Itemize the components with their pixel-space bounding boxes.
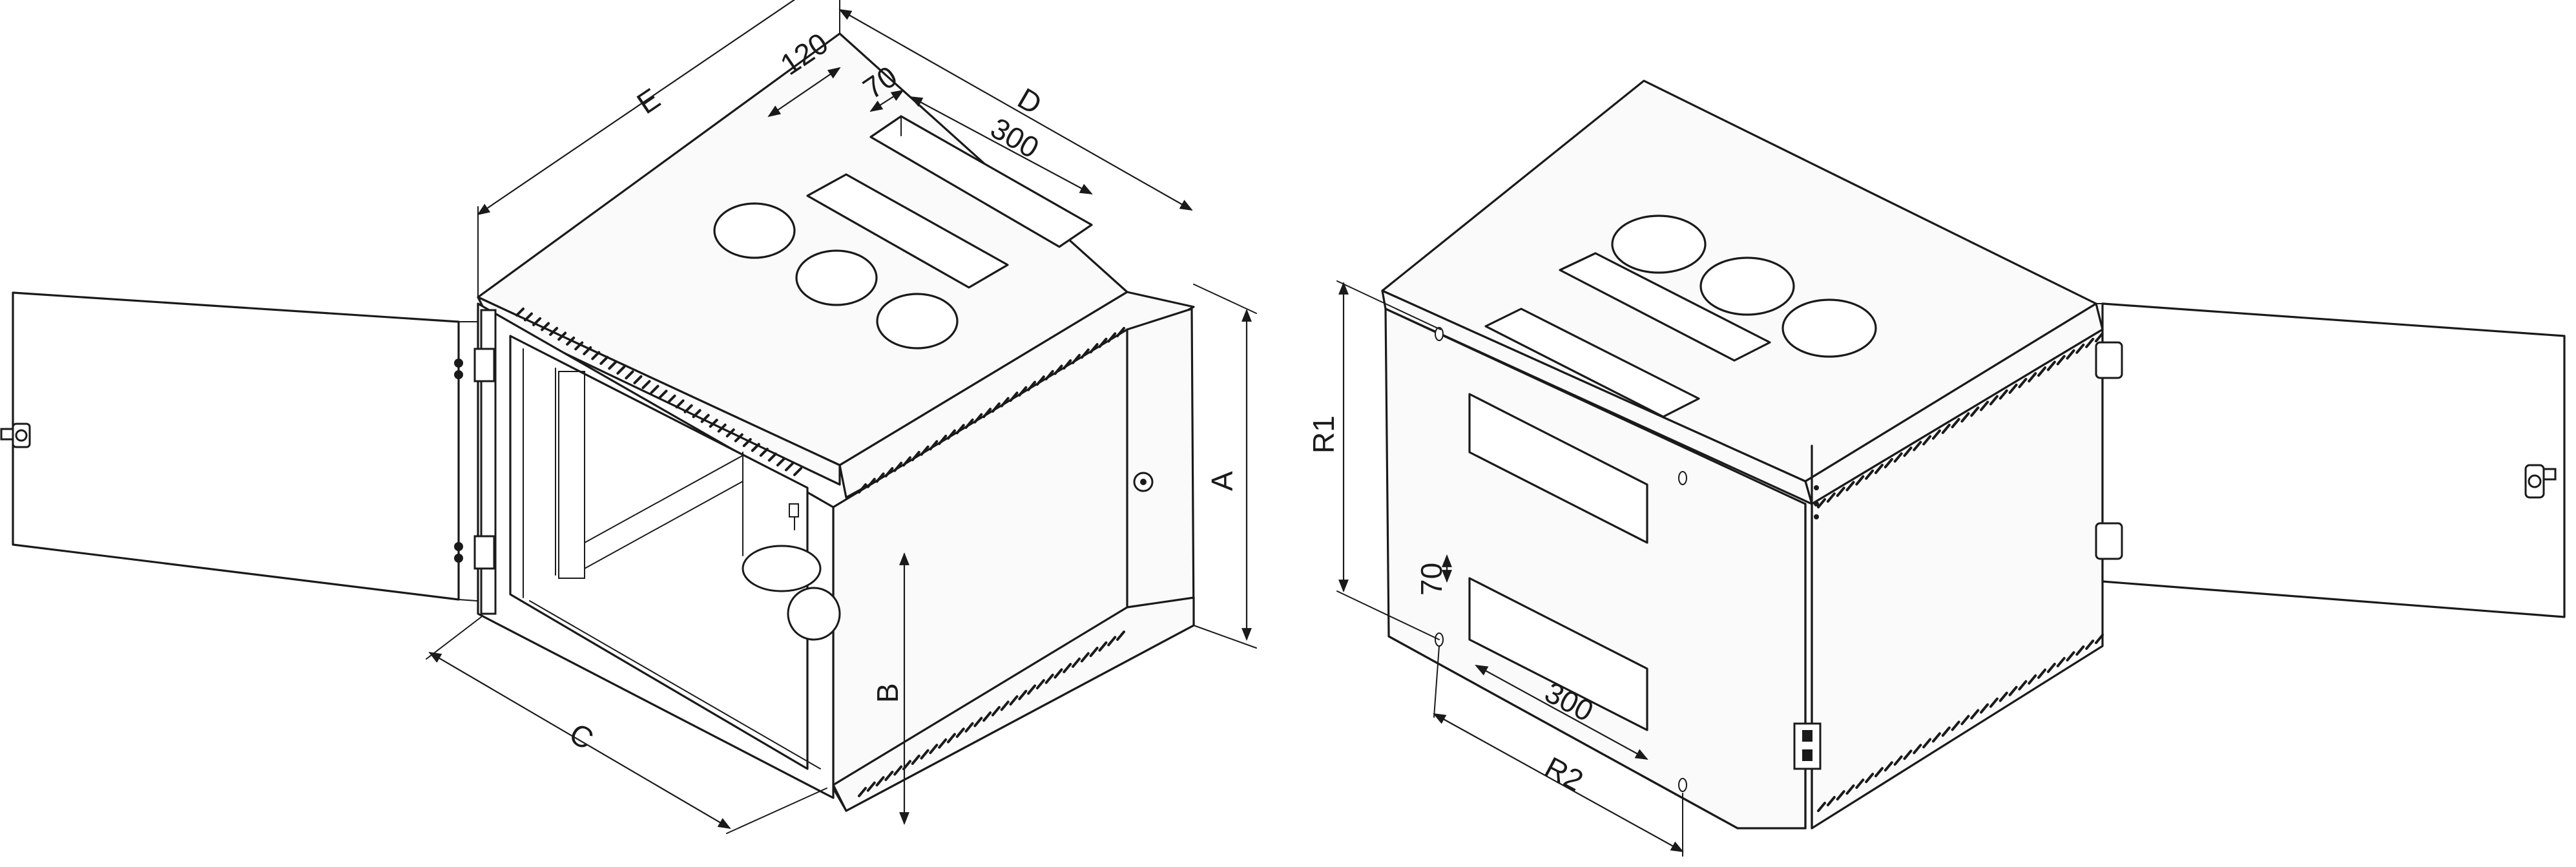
top-cable-holes-right xyxy=(1611,214,1877,358)
label-300-top: 300 xyxy=(985,111,1044,165)
front-frame xyxy=(477,302,841,799)
door-lock-icon-right xyxy=(2524,464,2557,499)
label-B: B xyxy=(871,683,904,703)
front-vent-upper xyxy=(1468,393,1648,544)
open-door-left xyxy=(0,291,477,601)
side-dots-right xyxy=(1814,485,1819,519)
top-rear-vent-right xyxy=(1484,308,1700,418)
label-D: D xyxy=(1012,81,1048,121)
hinge-screw-icon xyxy=(454,359,463,563)
open-door-right xyxy=(2095,302,2566,618)
label-70-side: 70 xyxy=(1415,563,1448,596)
bottom-vent-slots xyxy=(858,631,1125,797)
label-E: E xyxy=(631,81,667,120)
hinge-icon-right xyxy=(1793,722,1822,770)
dimension-lines-left xyxy=(426,0,1257,834)
top-cable-holes xyxy=(713,202,959,350)
side-vent-slots xyxy=(858,327,1125,494)
top-vent-slots xyxy=(515,308,802,476)
left-view: E 120 70 D 300 A B C xyxy=(0,0,1257,834)
right-view: R1 70 300 R2 xyxy=(1307,79,2566,857)
label-R1: R1 xyxy=(1307,415,1340,454)
side-lock-icon xyxy=(1133,472,1154,492)
bottom-vent-slots-right xyxy=(1817,634,2104,812)
label-A: A xyxy=(1205,471,1239,491)
door-lock-icon xyxy=(0,423,31,448)
front-left-post xyxy=(473,309,497,615)
side-vent-slots-right xyxy=(1817,332,2104,508)
label-R2: R2 xyxy=(1539,750,1588,798)
label-C: C xyxy=(564,716,599,757)
dimension-lines-right xyxy=(1336,280,1684,857)
top-brush-opening-right xyxy=(1559,252,1771,362)
